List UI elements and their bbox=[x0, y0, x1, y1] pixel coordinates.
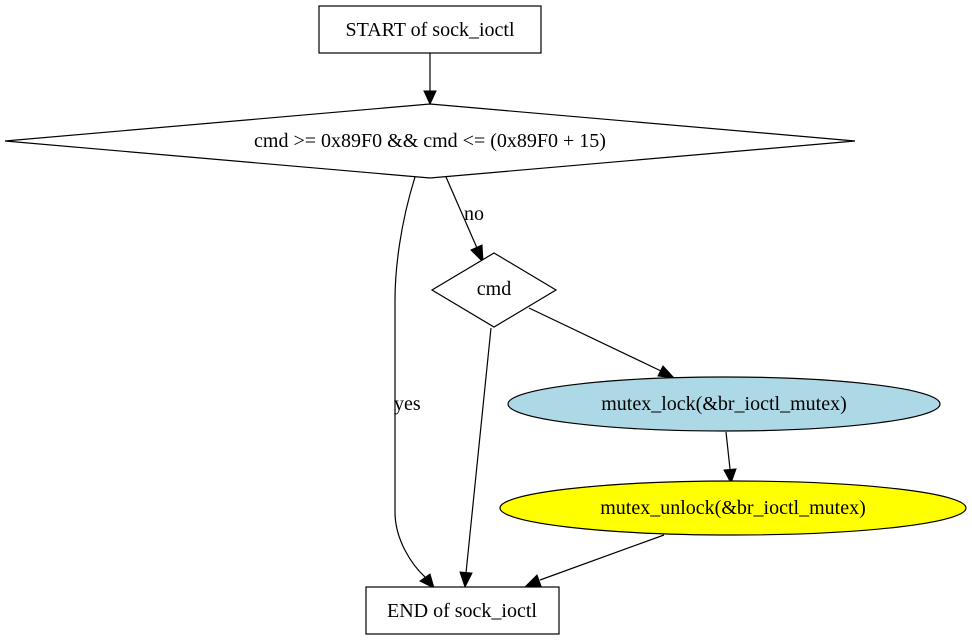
node-cmd-condition: cmd bbox=[430, 252, 558, 328]
node-end: END of sock_ioctl bbox=[365, 586, 560, 635]
edge-cmd-to-end bbox=[459, 327, 492, 589]
edge-cmd-to-lock bbox=[528, 307, 676, 379]
node-mutex-unlock: mutex_unlock(&br_ioctl_mutex) bbox=[499, 480, 967, 536]
edge-start-to-condition bbox=[423, 53, 437, 106]
node-start: START of sock_ioctl bbox=[318, 5, 542, 54]
node-range-condition-label: cmd >= 0x89F0 && cmd <= (0x89F0 + 15) bbox=[254, 130, 606, 152]
node-mutex-lock-label: mutex_lock(&br_ioctl_mutex) bbox=[601, 393, 847, 415]
node-start-label: START of sock_ioctl bbox=[345, 19, 514, 41]
node-cmd-condition-label: cmd bbox=[477, 278, 511, 300]
edge-label-no: no bbox=[464, 203, 484, 225]
edge-condition-yes: yes bbox=[394, 176, 435, 589]
node-mutex-unlock-label: mutex_unlock(&br_ioctl_mutex) bbox=[600, 497, 866, 519]
edge-condition-no: no bbox=[445, 176, 484, 264]
edge-unlock-to-end bbox=[524, 534, 665, 587]
node-range-condition: cmd >= 0x89F0 && cmd <= (0x89F0 + 15) bbox=[4, 103, 856, 179]
node-end-label: END of sock_ioctl bbox=[387, 600, 537, 622]
edge-lock-to-unlock bbox=[723, 431, 737, 485]
node-mutex-lock: mutex_lock(&br_ioctl_mutex) bbox=[507, 376, 941, 432]
edge-label-yes: yes bbox=[394, 393, 421, 415]
